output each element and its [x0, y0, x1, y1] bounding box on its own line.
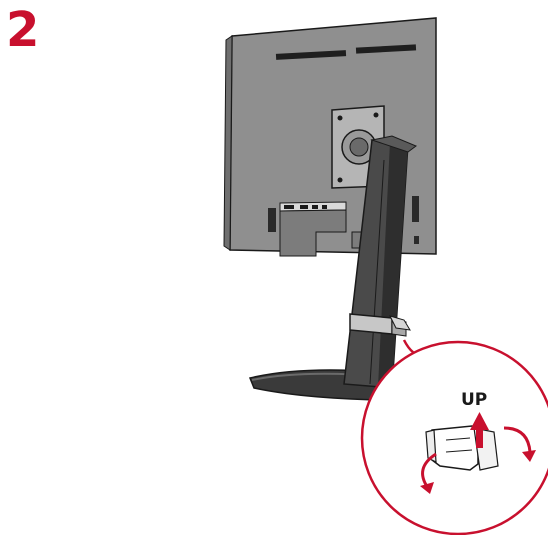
up-label: UP [461, 390, 487, 410]
cable-clip-detail [426, 426, 498, 470]
